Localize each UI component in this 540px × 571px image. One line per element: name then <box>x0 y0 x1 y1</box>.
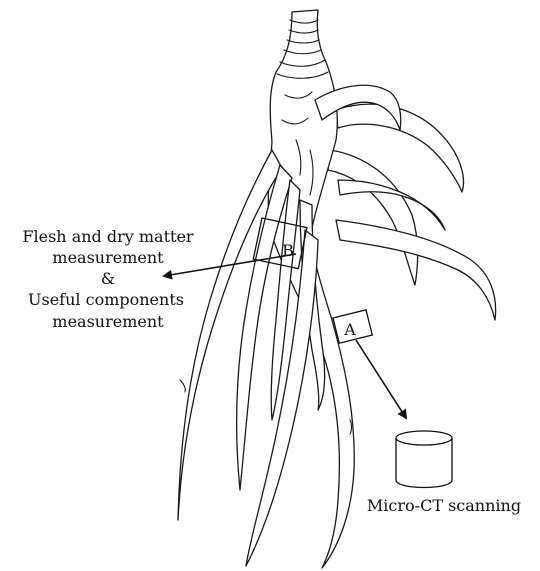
box-a-label: A <box>343 320 356 339</box>
useful-line1: Useful components <box>28 290 184 309</box>
sample-cylinder-icon <box>396 431 452 488</box>
useful-line2: measurement <box>52 312 164 331</box>
micro-ct-label: Micro-CT scanning <box>367 496 521 515</box>
arrow-a-to-micro-ct <box>356 340 406 418</box>
ampersand: & <box>101 269 115 288</box>
flesh-line1: Flesh and dry matter <box>22 227 194 246</box>
left-long-rootlet-1 <box>178 150 282 520</box>
box-a: A <box>333 310 372 343</box>
right-middle-rootlet <box>328 150 418 285</box>
flesh-line2: measurement <box>52 248 164 267</box>
measurement-label-group: Flesh and dry matter measurement & Usefu… <box>22 227 194 331</box>
box-b-label: B <box>282 241 294 260</box>
